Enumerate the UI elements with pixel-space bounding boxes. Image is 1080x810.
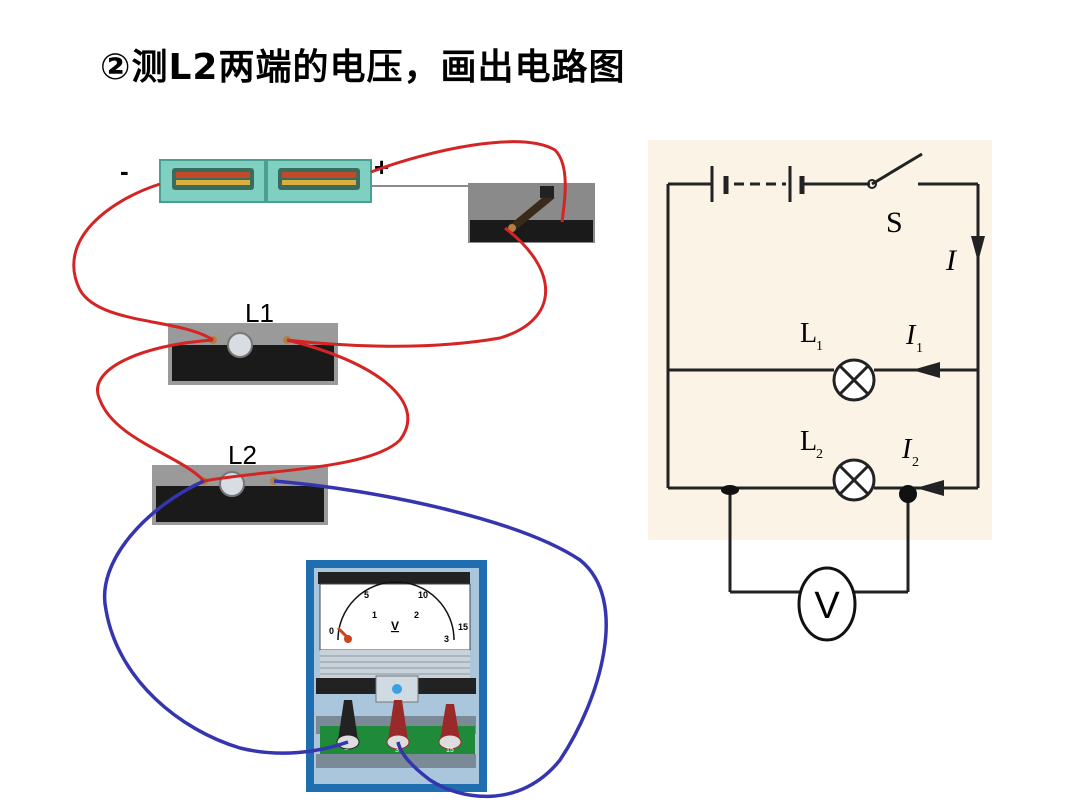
knife-switch xyxy=(468,183,595,243)
branch1-current-label: I xyxy=(905,320,917,351)
meter-lower-tick-2: 2 xyxy=(414,610,419,620)
main-current-arrow xyxy=(971,236,985,262)
branch1-lamp-sub: 1 xyxy=(816,339,823,354)
meter-lower-tick-1: 1 xyxy=(372,610,377,620)
red-wires xyxy=(72,140,567,483)
battery-cell-2 xyxy=(266,159,372,203)
branch1-lamp-label: L xyxy=(800,318,817,349)
branch2-lamp-sub: 2 xyxy=(816,447,823,462)
schematic-voltmeter xyxy=(797,566,857,642)
schematic-voltmeter-label: V xyxy=(814,585,840,627)
main-current-label: I xyxy=(945,244,958,277)
meter-upper-tick-10: 10 xyxy=(418,590,428,600)
battery-negative-label: - xyxy=(120,156,129,186)
schematic-diagram: S I L 1 I 1 L 2 I 2 V xyxy=(648,140,992,642)
physical-circuit: - + L1 L2 xyxy=(72,140,608,799)
meter-terminal-15: 15 xyxy=(446,747,454,754)
meter-terminal-3: 3 xyxy=(395,747,399,754)
branch2-lamp-label: L xyxy=(800,426,817,457)
lamp-l1 xyxy=(168,323,338,385)
voltmeter-device xyxy=(306,560,487,792)
branch2-current-sub: 2 xyxy=(912,455,919,470)
meter-upper-tick-15: 15 xyxy=(458,622,468,632)
schematic-lamp-1 xyxy=(832,358,876,402)
battery-cell-1 xyxy=(159,159,266,203)
switch-label: S xyxy=(886,206,903,239)
meter-upper-tick-5: 5 xyxy=(364,590,369,600)
blue-wires xyxy=(102,479,608,799)
lamp-l2-label: L2 xyxy=(228,440,257,470)
branch1-current-sub: 1 xyxy=(916,341,923,356)
junction-left xyxy=(721,485,739,495)
meter-lower-tick-3: 3 xyxy=(444,634,449,644)
lamp-l1-label: L1 xyxy=(245,298,274,328)
junction-right xyxy=(899,485,917,503)
branch2-current-arrow xyxy=(916,480,944,496)
schematic-battery xyxy=(710,166,805,202)
schematic-lamp-2 xyxy=(832,458,876,502)
branch2-current-label: I xyxy=(901,434,913,465)
schematic-switch xyxy=(867,152,923,189)
schematic-background xyxy=(648,140,992,540)
meter-upper-tick-0: 0 xyxy=(329,626,334,636)
meter-unit-label: V xyxy=(391,619,399,633)
slide-title: ②测L2两端的电压，画出电路图 xyxy=(100,47,626,88)
branch1-current-arrow xyxy=(912,362,940,378)
meter-terminal-neg: − xyxy=(344,747,348,754)
